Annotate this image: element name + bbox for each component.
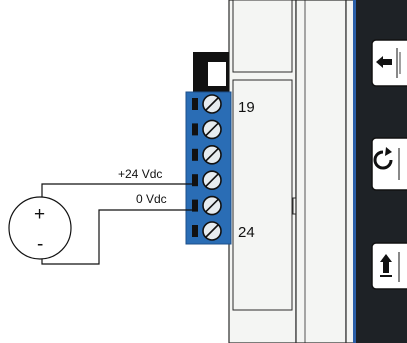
power-source-minus: - xyxy=(37,234,43,255)
wire-positive xyxy=(41,183,193,207)
power-source: + - xyxy=(8,196,72,260)
arrow-up-icon xyxy=(380,252,400,282)
connector-plug xyxy=(193,52,229,92)
terminal-block xyxy=(185,91,232,245)
arrow-left-icon xyxy=(376,48,401,78)
panel-button-rotate[interactable] xyxy=(371,137,407,191)
terminal-cover xyxy=(232,79,293,311)
screw-slot-line xyxy=(205,122,219,136)
screw-slot-line xyxy=(205,97,219,111)
terminal-block-body xyxy=(185,91,232,245)
terminal-wire-slot xyxy=(192,199,198,212)
power-source-circle xyxy=(8,196,72,260)
housing-middle-module xyxy=(295,0,347,343)
screw-slot-line xyxy=(205,173,219,187)
terminal-wire-slot xyxy=(192,123,198,136)
panel-button-up[interactable] xyxy=(371,242,407,290)
wire-negative-label: 0 Vdc xyxy=(136,192,167,206)
pin-label-last: 24 xyxy=(238,224,255,241)
panel-button-left[interactable] xyxy=(371,39,407,87)
pin-label-first: 19 xyxy=(238,99,255,116)
screw-slot-line xyxy=(205,148,219,162)
terminal-wire-slot xyxy=(192,148,198,161)
terminal-wire-slot xyxy=(192,225,198,237)
front-panel-blue-strip xyxy=(353,0,356,343)
terminal-wire-slot xyxy=(192,98,198,110)
terminal-screws xyxy=(192,94,222,241)
terminal-wire-slot xyxy=(192,174,198,187)
screw-slot-line xyxy=(205,199,219,213)
screw-slot-line xyxy=(205,224,219,238)
wire-positive-label: +24 Vdc xyxy=(118,167,162,181)
rotate-icon xyxy=(373,147,400,180)
housing-left-upper-panel xyxy=(232,0,293,73)
power-source-plus: + xyxy=(34,204,45,225)
